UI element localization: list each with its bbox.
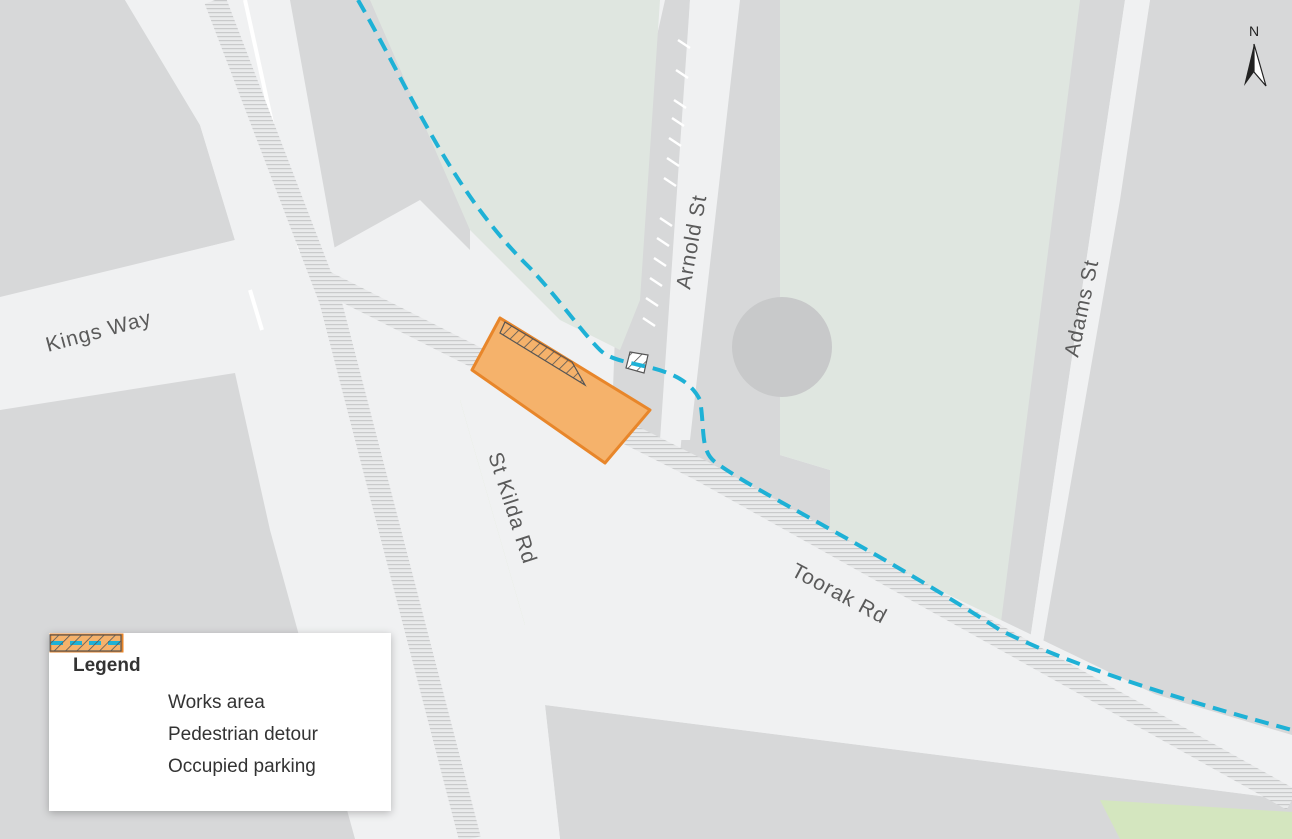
tram-toorak: [313, 268, 1292, 810]
grass-corner: [1100, 800, 1292, 839]
detour-line-icon: [51, 641, 148, 745]
tram-st-kilda: [204, 0, 481, 839]
occupied-parking-area: [499, 321, 587, 387]
works-area-swatch-icon: [49, 633, 148, 713]
legend-panel: Legend Works area Pedestrian detour Occu…: [49, 633, 391, 811]
north-label: N: [1249, 23, 1259, 39]
hatched-parking-icon: [49, 634, 148, 777]
plaza-circle: [732, 297, 832, 397]
pedestrian-detour-route: [356, 0, 1292, 732]
legend-item-occupied-parking: Occupied parking: [49, 634, 367, 783]
park-east: [740, 0, 1080, 630]
legend-title: Legend: [73, 655, 141, 676]
works-area: [470, 316, 652, 465]
legend-item-pedestrian-detour: Pedestrian detour: [51, 641, 367, 751]
legend-label: Occupied parking: [168, 756, 316, 777]
north-arrow-icon: N: [1244, 23, 1267, 87]
legend-label: Works area: [168, 692, 265, 713]
park-north: [370, 0, 660, 350]
legend-label: Pedestrian detour: [168, 724, 318, 745]
legend-item-works-area: Works area: [49, 633, 367, 719]
parking-stripes: [642, 38, 691, 328]
